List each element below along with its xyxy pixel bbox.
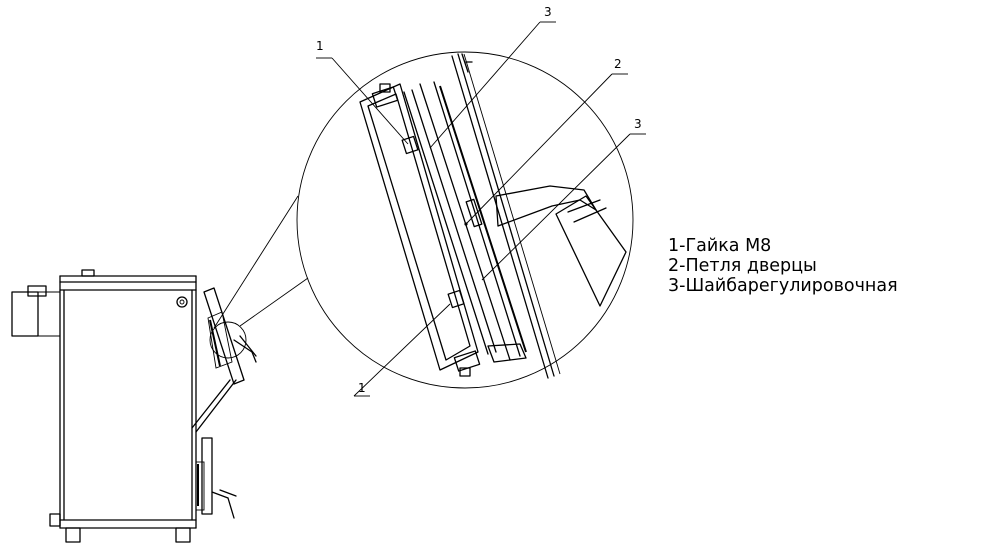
legend-item-2: 2-Петля дверцы bbox=[668, 256, 817, 276]
detail-view-circle bbox=[296, 51, 634, 389]
detail-marker-circle bbox=[209, 321, 247, 359]
boiler-view bbox=[11, 269, 257, 543]
callouts: 1 3 2 3 1 bbox=[316, 5, 646, 397]
callout-1-bottom: 1 bbox=[358, 381, 366, 395]
callout-1-top: 1 bbox=[316, 39, 324, 53]
parts-legend: 1-Гайка М8 2-Петля дверцы 3-Шайбарегулир… bbox=[668, 236, 898, 296]
callout-3-right: 3 bbox=[634, 117, 642, 131]
legend-item-1: 1-Гайка М8 bbox=[668, 236, 772, 256]
legend-item-3: 3-Шайбарегулировочная bbox=[668, 276, 898, 296]
callout-3-top: 3 bbox=[544, 5, 552, 19]
callout-2-right: 2 bbox=[614, 57, 622, 71]
detail-leader-lower bbox=[239, 277, 309, 327]
detail-leader-upper bbox=[213, 195, 299, 329]
detail-door-assembly bbox=[359, 53, 627, 379]
